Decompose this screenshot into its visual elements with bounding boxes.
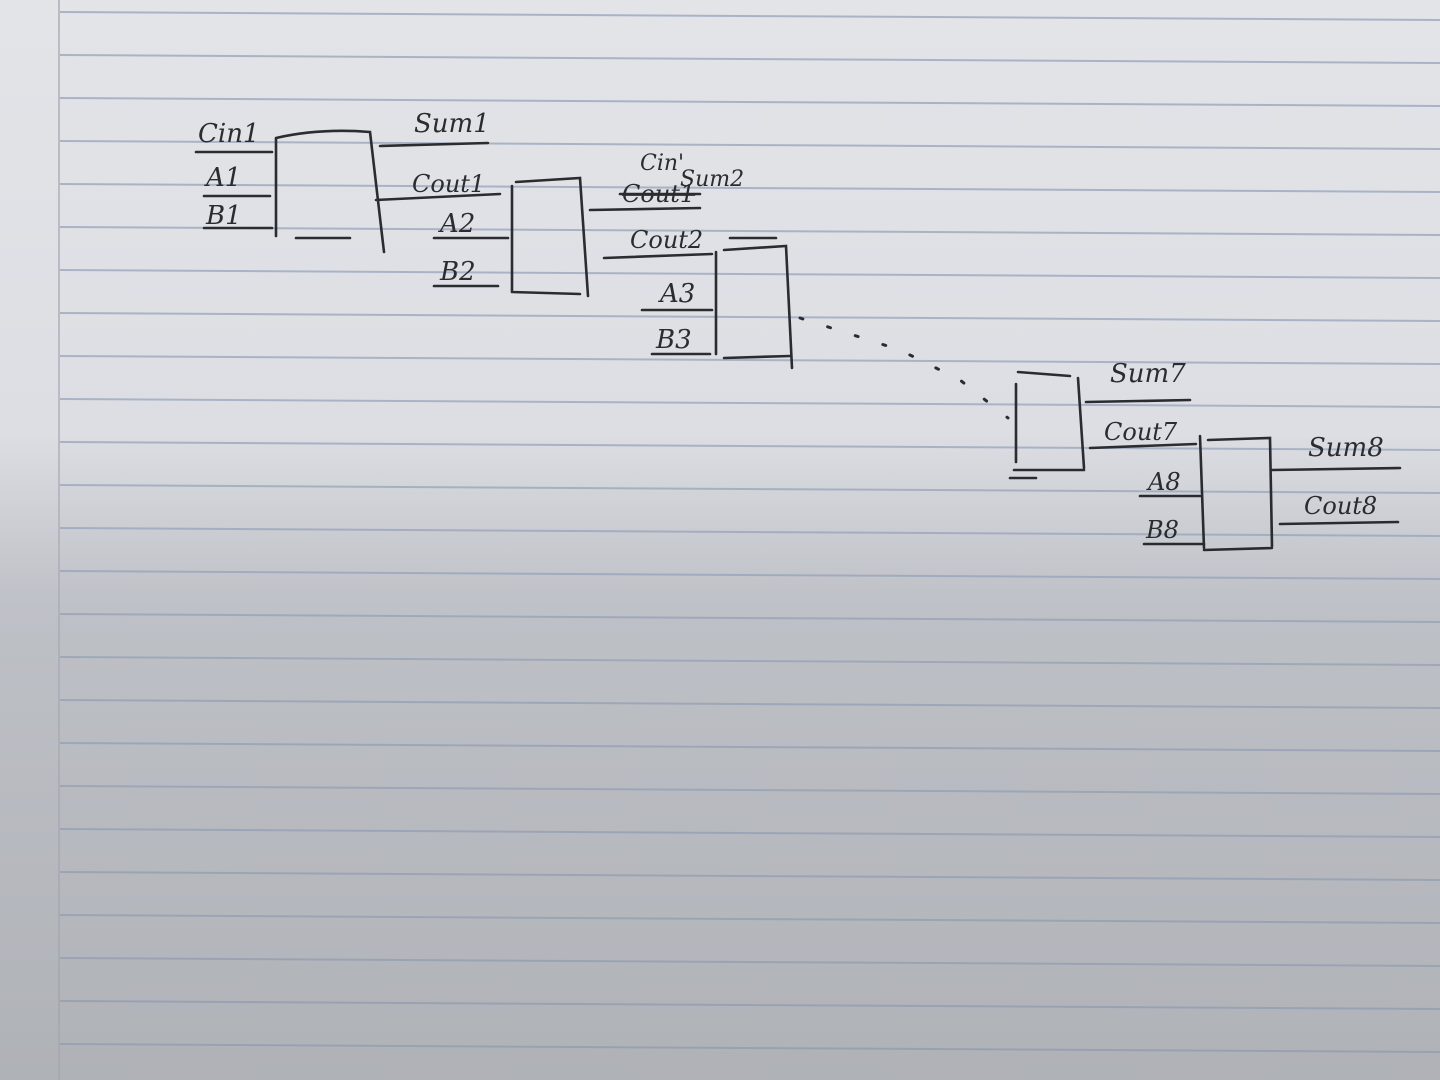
continuation-dots xyxy=(798,316,1010,420)
ruled-line xyxy=(59,785,1440,795)
ruled-line xyxy=(59,355,1440,365)
adder-block-2: A2 B2 Cin' Sum2 Cout1 Cout2 xyxy=(432,151,778,298)
a8-label: A8 xyxy=(1146,468,1181,496)
ruled-line xyxy=(59,140,1440,150)
ruled-line xyxy=(59,398,1440,408)
cout1-label: Cout1 xyxy=(412,170,485,198)
ruled-line xyxy=(59,441,1440,451)
ruled-line xyxy=(59,570,1440,580)
ruled-line xyxy=(59,613,1440,623)
adder-block-8: A8 B8 Sum8 Cout8 xyxy=(1138,433,1402,552)
ruled-line xyxy=(59,312,1440,322)
sum7-label: Sum7 xyxy=(1110,359,1186,389)
a3-label: A3 xyxy=(658,279,695,309)
ruled-line xyxy=(59,226,1440,236)
cout8-label: Cout8 xyxy=(1304,492,1377,520)
ruled-line xyxy=(59,54,1440,64)
ruled-line xyxy=(59,269,1440,279)
margin-line xyxy=(58,0,60,1080)
ruled-line xyxy=(59,656,1440,666)
ruled-line xyxy=(59,742,1440,752)
ruled-line xyxy=(59,914,1440,924)
ruled-line xyxy=(59,484,1440,494)
ruled-line xyxy=(59,699,1440,709)
cout7-label: Cout7 xyxy=(1104,418,1178,446)
ruled-line xyxy=(59,11,1440,21)
a1-label: A1 xyxy=(204,163,241,193)
cin1-label: Cin1 xyxy=(198,119,260,149)
b1-label: B1 xyxy=(205,201,242,231)
b2-label: B2 xyxy=(439,257,476,287)
sum8-label: Sum8 xyxy=(1308,433,1384,463)
ruled-line xyxy=(59,957,1440,967)
b8-label: B8 xyxy=(1145,516,1179,544)
ruled-line xyxy=(59,527,1440,537)
adder-block-7: Sum7 Cout7 xyxy=(1008,359,1198,480)
adder-block-1: Cin1 A1 B1 Sum1 Cout1 xyxy=(194,109,502,254)
ruled-line xyxy=(59,871,1440,881)
ruled-line xyxy=(59,1000,1440,1010)
adder-block-3: A3 B3 xyxy=(640,244,794,370)
cin-scribble: Cin' xyxy=(640,151,684,176)
ruled-line xyxy=(59,97,1440,107)
ruled-line xyxy=(59,828,1440,838)
sum1-label: Sum1 xyxy=(414,109,490,139)
ruled-line xyxy=(59,1043,1440,1053)
b3-label: B3 xyxy=(655,325,692,355)
a2-label: A2 xyxy=(438,209,475,239)
ruled-line xyxy=(59,183,1440,193)
cout2-label: Cout2 xyxy=(630,226,703,254)
sum2-label: Sum2 xyxy=(680,167,744,192)
